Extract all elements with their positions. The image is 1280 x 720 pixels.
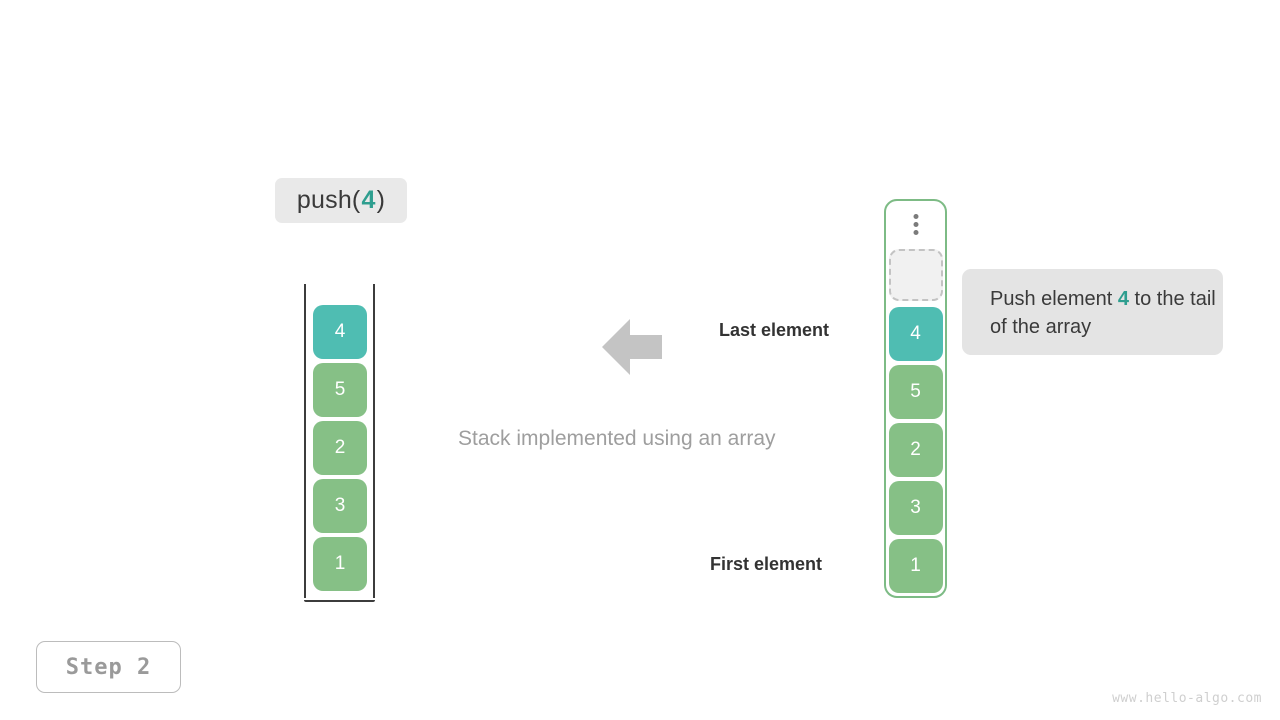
dot: [913, 230, 918, 235]
operation-name: push(: [296, 186, 361, 214]
array-container: 4 5 2 3 1: [884, 199, 947, 598]
tooltip-text-after: to the tail of the array: [990, 288, 1216, 338]
operation-paren-close: ): [376, 186, 386, 214]
array-cell: 2: [888, 423, 943, 477]
stack-container: 4 5 2 3 1: [304, 284, 375, 602]
stack-cell-list: 4 5 2 3 1: [313, 305, 367, 591]
array-cell: 1: [888, 539, 943, 593]
array-cell: 3: [888, 481, 943, 535]
first-element-label: First element: [710, 554, 823, 574]
stack-cell: 5: [313, 363, 367, 417]
operation-label: push(4): [275, 178, 407, 223]
stack-cell: 1: [313, 537, 367, 591]
tooltip-text-before: Push element: [990, 288, 1118, 310]
dot: [913, 222, 918, 227]
stack-cell: 3: [313, 479, 367, 533]
last-element-label: Last element: [719, 320, 830, 340]
dot: [913, 214, 918, 219]
array-empty-slot: [888, 249, 943, 301]
stack-wall-left: [304, 284, 306, 598]
stack-wall-bottom: [304, 600, 375, 602]
array-cell: 4: [888, 307, 943, 361]
stack-cell: 2: [313, 421, 367, 475]
watermark: www.hello-algo.com: [1112, 691, 1262, 706]
arrow-left-icon: [602, 318, 662, 376]
explanation-tooltip: Push element 4 to the tail of the array: [962, 269, 1223, 355]
stack-cell: 4: [313, 305, 367, 359]
operation-argument: 4: [361, 186, 376, 214]
vertical-ellipsis-icon: [913, 214, 918, 235]
array-cell-list: 4 5 2 3 1: [888, 307, 943, 593]
diagram-caption: Stack implemented using an array: [458, 427, 776, 450]
tooltip-argument: 4: [1117, 288, 1129, 310]
step-badge: Step 2: [36, 641, 181, 693]
array-cell: 5: [888, 365, 943, 419]
stack-wall-right: [373, 284, 375, 598]
